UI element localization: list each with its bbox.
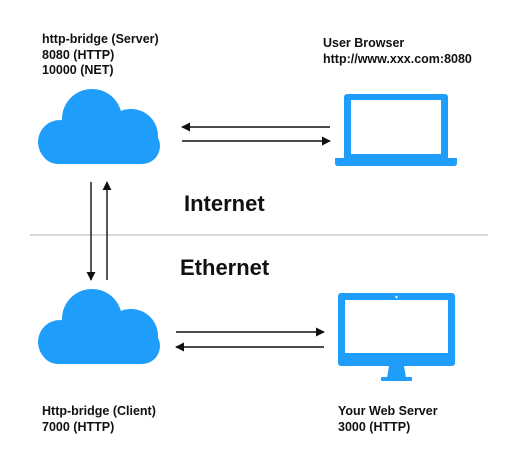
browser-label-line: http://www.xxx.com:8080 (323, 51, 472, 66)
browser-label-line: User Browser (323, 36, 405, 50)
client-cloud-icon (38, 289, 160, 364)
webserver-label-line: 3000 (HTTP) (338, 419, 411, 434)
server-cloud-icon (38, 89, 160, 164)
zone-label-ethernet: Ethernet (180, 255, 270, 280)
browser-laptop-icon (335, 94, 457, 166)
server-label-line: 8080 (HTTP) (42, 47, 115, 62)
browser-label: User Browser http://www.xxx.com:8080 (323, 36, 472, 67)
server-label: http-bridge (Server) 8080 (HTTP) 10000 (… (42, 32, 159, 79)
client-label: Http-bridge (Client) 7000 (HTTP) (42, 404, 156, 435)
webserver-label: Your Web Server 3000 (HTTP) (338, 404, 438, 435)
client-label-line: Http-bridge (Client) (42, 404, 156, 418)
client-label-line: 7000 (HTTP) (42, 419, 115, 434)
zone-label-internet: Internet (184, 191, 265, 216)
webserver-label-line: Your Web Server (338, 404, 438, 418)
server-label-line: 10000 (NET) (42, 63, 114, 77)
server-label-line: http-bridge (Server) (42, 32, 159, 46)
webserver-monitor-icon (338, 293, 455, 381)
